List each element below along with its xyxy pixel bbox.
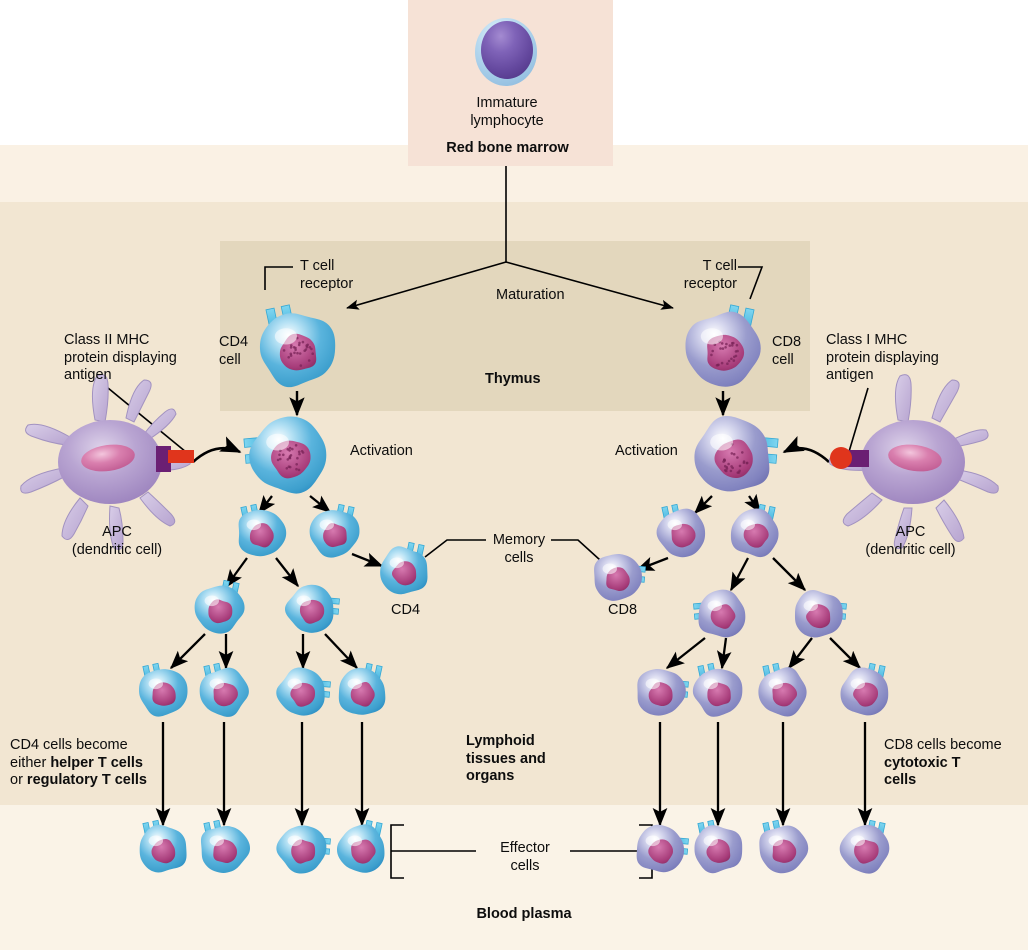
cd4-outcome-regulatory: regulatory T cells	[27, 772, 147, 788]
cd8-cell-label: CD8 cell	[772, 334, 801, 369]
background-band-plasma	[0, 805, 1028, 950]
maturation-label: Maturation	[496, 287, 565, 305]
memory-cells-label: Memory cells	[484, 532, 554, 567]
lymphoid-tissues-label: Lymphoid tissues and organs	[466, 733, 546, 786]
cd4-outcome-mid: or	[10, 772, 27, 788]
t-cell-receptor-label-right: T cell receptor	[669, 258, 737, 293]
red-bone-marrow-label: Red bone marrow	[425, 140, 590, 158]
activation-label-left: Activation	[350, 443, 413, 461]
memory-cd4-label: CD4	[391, 602, 420, 620]
cd8-outcome-cytotoxic: cytotoxic T cells	[884, 755, 961, 789]
blood-plasma-label: Blood plasma	[444, 906, 604, 924]
apc-label-left: APC (dendritic cell)	[52, 524, 182, 559]
thymus-label: Thymus	[485, 371, 541, 389]
class-ii-mhc-label: Class II MHC protein displaying antigen	[64, 332, 177, 385]
effector-cells-label: Effector cells	[478, 840, 572, 875]
memory-cd8-label: CD8	[608, 602, 637, 620]
cd4-outcome-label: CD4 cells become either helper T cells o…	[10, 737, 147, 790]
cd8-outcome-label: CD8 cells become cytotoxic T cells	[884, 737, 1002, 790]
cd4-outcome-helper: helper T cells	[50, 755, 143, 771]
cd8-outcome-text: CD8 cells become	[884, 737, 1002, 753]
t-cell-receptor-label-left: T cell receptor	[300, 258, 353, 293]
class-i-mhc-label: Class I MHC protein displaying antigen	[826, 332, 939, 385]
apc-label-right: APC (dendritic cell)	[843, 524, 978, 559]
activation-label-right: Activation	[615, 443, 678, 461]
cd4-cell-label: CD4 cell	[219, 334, 248, 369]
immature-lymphocyte-label: Immature lymphocyte	[437, 95, 577, 130]
